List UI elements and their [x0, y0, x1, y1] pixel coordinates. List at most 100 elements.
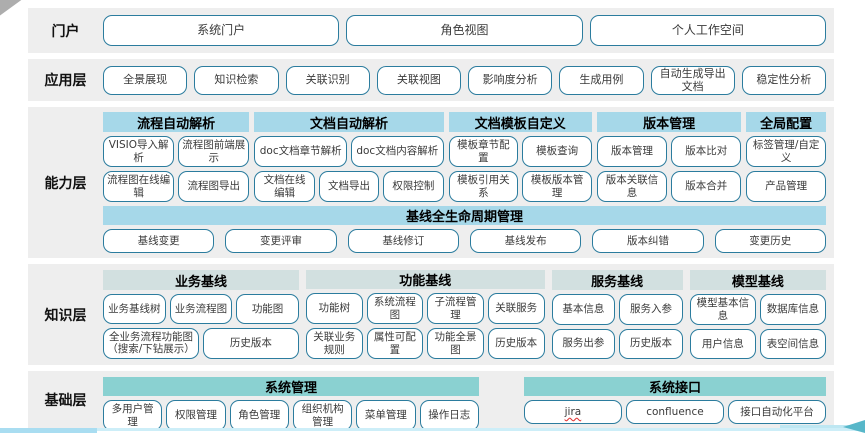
diagram-node: 关联业务规则	[305, 328, 363, 360]
baseline-lifecycle-row: 基线变更 变更评审 基线修订 基线发布 版本纠错 变更历史	[103, 229, 826, 254]
group-header: 文档自动解析	[254, 112, 444, 132]
group-row: VISIO导入解析 流程图前端展示	[103, 136, 250, 168]
portal-layer-content: 系统门户 角色视图 个人工作空间	[103, 8, 834, 53]
group-row: jira confluence 接口自动化平台	[523, 400, 826, 424]
knowledge-layer-band: 知识层 业务基线 业务基线树 业务流程图 功能图 全业务流程功能图（搜索/下钻展…	[28, 264, 834, 365]
diagram-node: 流程图前端展示	[178, 136, 250, 168]
diagram-node: 全业务流程功能图（搜索/下钻展示）	[103, 327, 199, 359]
diagram-node: 系统流程图	[366, 293, 424, 325]
diagram-node: 变更历史	[714, 229, 826, 254]
group-header: 版本管理	[596, 112, 742, 132]
group-row: 基本信息 服务入参	[551, 294, 683, 325]
capability-layer-band: 能力层 流程自动解析 VISIO导入解析 流程图前端展示 流程图在线编辑 流程图…	[28, 107, 834, 258]
diagram-node: 组织机构管理	[292, 400, 353, 432]
diagram-node: 版本合并	[671, 171, 742, 203]
diagram-node: doc文档内容解析	[350, 136, 444, 168]
group-row: 关联业务规则 属性可配置 功能全景图 历史版本	[305, 328, 545, 360]
group-row: 多用户管理 权限管理 角色管理 组织机构管理 菜单管理 操作日志	[103, 400, 479, 432]
diagram-node: 模板引用关系	[448, 171, 519, 203]
diagram-node: 产品管理	[746, 171, 826, 203]
diagram-node: 菜单管理	[356, 400, 416, 432]
application-layer-content: 全景展现 知识检索 关联识别 关联视图 影响度分析 生成用例 自动生成导出文档 …	[103, 59, 834, 101]
group-service-baseline: 服务基线 基本信息 服务入参 服务出参 历史版本	[551, 270, 683, 359]
diagram-node: 业务基线树	[103, 294, 166, 324]
group-row: 文档在线编辑 文档导出 权限控制	[254, 171, 444, 203]
diagram-node: 权限控制	[383, 171, 444, 203]
foundation-layer-band: 基础层 系统管理 多用户管理 权限管理 角色管理 组织机构管理 菜单管理 操作日…	[28, 371, 834, 432]
diagram-node: 关联视图	[376, 65, 461, 95]
group-system-management: 系统管理 多用户管理 权限管理 角色管理 组织机构管理 菜单管理 操作日志	[103, 377, 479, 432]
diagram-node: 标签管理/自定义	[746, 136, 826, 168]
diagram-node: 多用户管理	[103, 400, 163, 432]
group-row: 标签管理/自定义	[746, 136, 826, 168]
diagram-node: 影响度分析	[468, 65, 553, 95]
diagram-node: 稳定性分析	[741, 65, 826, 95]
diagram-node: 生成用例	[559, 65, 644, 95]
diagram-node: 业务流程图	[169, 294, 233, 324]
knowledge-layer-label: 知识层	[44, 307, 87, 324]
group-function-baseline: 功能基线 功能树 系统流程图 子流程管理 关联服务 关联业务规则 属性可配置 功…	[305, 270, 545, 360]
capability-layer-content: 流程自动解析 VISIO导入解析 流程图前端展示 流程图在线编辑 流程图导出 文…	[103, 107, 834, 258]
diagram-node: 自动生成导出文档	[650, 65, 735, 95]
diagram-node: 关联识别	[285, 65, 370, 95]
group-header: 系统接口	[523, 377, 826, 396]
group-row: 服务出参 历史版本	[551, 328, 683, 359]
diagram-node: 角色管理	[229, 400, 289, 432]
group-system-interface: 系统接口 jira confluence 接口自动化平台	[523, 377, 826, 424]
group-business-baseline: 业务基线 业务基线树 业务流程图 功能图 全业务流程功能图（搜索/下钻展示） 历…	[103, 270, 299, 359]
diagram-node: 版本纠错	[592, 229, 704, 254]
portal-layer-label: 门户	[51, 23, 80, 40]
diagram-node-personal-workspace: 个人工作空间	[589, 15, 826, 46]
diagram-node: doc文档章节解析	[254, 136, 347, 168]
capability-groups: 流程自动解析 VISIO导入解析 流程图前端展示 流程图在线编辑 流程图导出 文…	[103, 112, 826, 203]
group-doc-template-custom: 文档模板自定义 模板章节配置 模板查询 模板引用关系 模板版本管理	[448, 112, 592, 203]
diagram-node: 模板章节配置	[448, 136, 519, 168]
diagram-node: 基线变更	[103, 229, 215, 254]
group-row: 模板引用关系 模板版本管理	[448, 171, 592, 203]
diagram-node: 表空间信息	[759, 329, 826, 359]
diagram-node: 版本比对	[671, 136, 742, 168]
diagram-node: 知识检索	[194, 65, 279, 95]
diagram-node-confluence: confluence	[625, 400, 724, 424]
application-layer-label: 应用层	[44, 73, 87, 89]
group-header: 模型基线	[689, 270, 826, 290]
diagram-node: 文档导出	[318, 171, 380, 203]
diagram-node: 模板版本管理	[522, 171, 592, 203]
application-layer-band: 应用层 全景展现 知识检索 关联识别 关联视图 影响度分析 生成用例 自动生成导…	[28, 59, 834, 101]
diagram-node: 版本管理	[596, 136, 668, 168]
foundation-layer-label: 基础层	[44, 393, 87, 409]
diagram-node: 数据库信息	[759, 294, 826, 326]
group-row: 版本管理 版本比对	[596, 136, 742, 168]
group-row: 流程图在线编辑 流程图导出	[103, 171, 250, 203]
group-doc-auto-parse: 文档自动解析 doc文档章节解析 doc文档内容解析 文档在线编辑 文档导出 权…	[254, 112, 444, 203]
diagram-node-system-portal: 系统门户	[103, 15, 340, 46]
diagram-node: 功能图	[236, 294, 299, 324]
group-header: 服务基线	[551, 270, 683, 290]
diagram-node: 关联服务	[487, 293, 545, 325]
group-version-management: 版本管理 版本管理 版本比对 版本关联信息 版本合并	[596, 112, 742, 203]
group-row: 版本关联信息 版本合并	[596, 171, 742, 203]
arrow-tail-line	[780, 425, 865, 428]
portal-layer-band: 门户 系统门户 角色视图 个人工作空间	[28, 8, 834, 53]
diagram-node: 用户信息	[689, 329, 756, 359]
diagram-node: 版本关联信息	[596, 171, 668, 203]
knowledge-layer-content: 业务基线 业务基线树 业务流程图 功能图 全业务流程功能图（搜索/下钻展示） 历…	[103, 264, 834, 365]
bottom-accent-line	[0, 428, 865, 431]
diagram-node-role-view: 角色视图	[346, 15, 583, 46]
diagram-node: 变更评审	[225, 229, 337, 254]
group-row: 业务基线树 业务流程图 功能图	[103, 294, 299, 324]
bottom-left-accent-line	[0, 428, 97, 433]
diagram-node: 模板查询	[522, 136, 592, 168]
diagram-node: 文档在线编辑	[254, 171, 315, 203]
diagram-node: 流程图在线编辑	[103, 171, 175, 203]
diagram-node: 基线修订	[347, 229, 459, 254]
diagram-node: VISIO导入解析	[103, 136, 175, 168]
diagram-node: 权限管理	[166, 400, 226, 432]
jira-label: jira	[564, 405, 582, 418]
diagram-node-jira: jira	[523, 400, 622, 424]
diagram-node: 功能全景图	[427, 328, 484, 360]
diagram-node: 操作日志	[419, 400, 479, 432]
diagram-node: 服务入参	[619, 294, 683, 325]
diagram-node: 服务出参	[551, 328, 616, 359]
